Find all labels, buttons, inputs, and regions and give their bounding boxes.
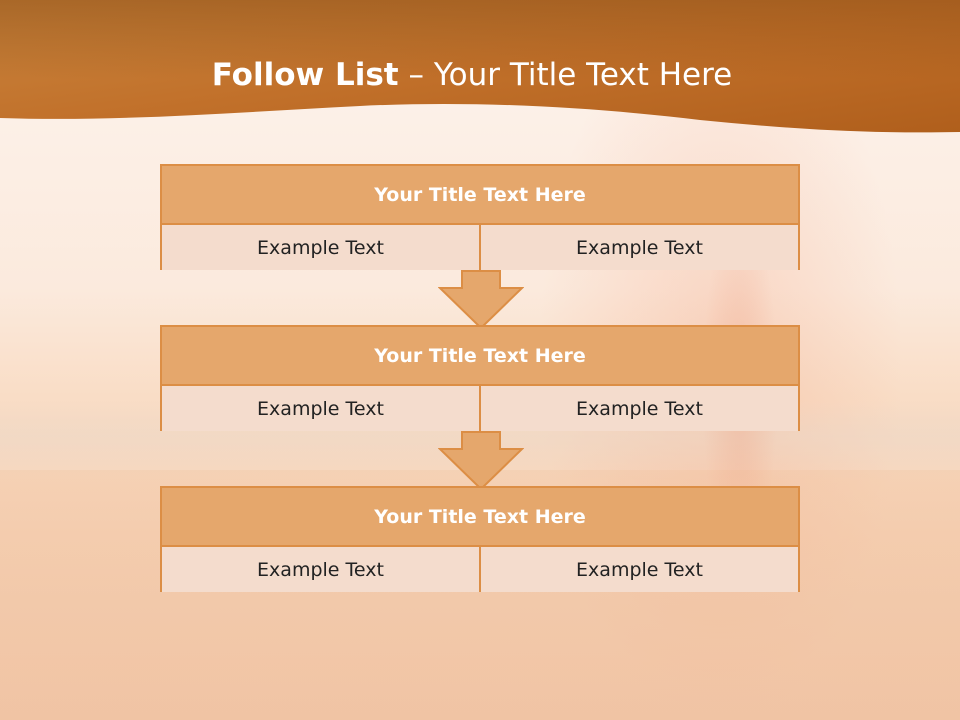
step-title: Your Title Text Here bbox=[162, 488, 798, 547]
step-cell-right: Example Text bbox=[479, 547, 798, 592]
step-cell-right: Example Text bbox=[479, 386, 798, 431]
slide-title: Follow List – Your Title Text Here bbox=[0, 52, 944, 98]
step-title: Your Title Text Here bbox=[162, 166, 798, 225]
step-box-1: Your Title Text Here Example Text Exampl… bbox=[160, 164, 800, 270]
title-bold-part: Follow List bbox=[211, 57, 399, 93]
step-row: Example Text Example Text bbox=[162, 547, 798, 592]
step-box-3: Your Title Text Here Example Text Exampl… bbox=[160, 486, 800, 592]
step-cell-left: Example Text bbox=[162, 225, 479, 270]
step-cell-left: Example Text bbox=[162, 386, 479, 431]
step-row: Example Text Example Text bbox=[162, 225, 798, 270]
step-title: Your Title Text Here bbox=[162, 327, 798, 386]
step-cell-right: Example Text bbox=[479, 225, 798, 270]
step-box-2: Your Title Text Here Example Text Exampl… bbox=[160, 325, 800, 431]
step-cell-left: Example Text bbox=[162, 547, 479, 592]
title-rest-part: – Your Title Text Here bbox=[398, 57, 733, 93]
down-arrow-icon bbox=[438, 431, 524, 491]
step-row: Example Text Example Text bbox=[162, 386, 798, 431]
down-arrow-icon bbox=[438, 270, 524, 330]
header-wave-band bbox=[0, 0, 960, 133]
